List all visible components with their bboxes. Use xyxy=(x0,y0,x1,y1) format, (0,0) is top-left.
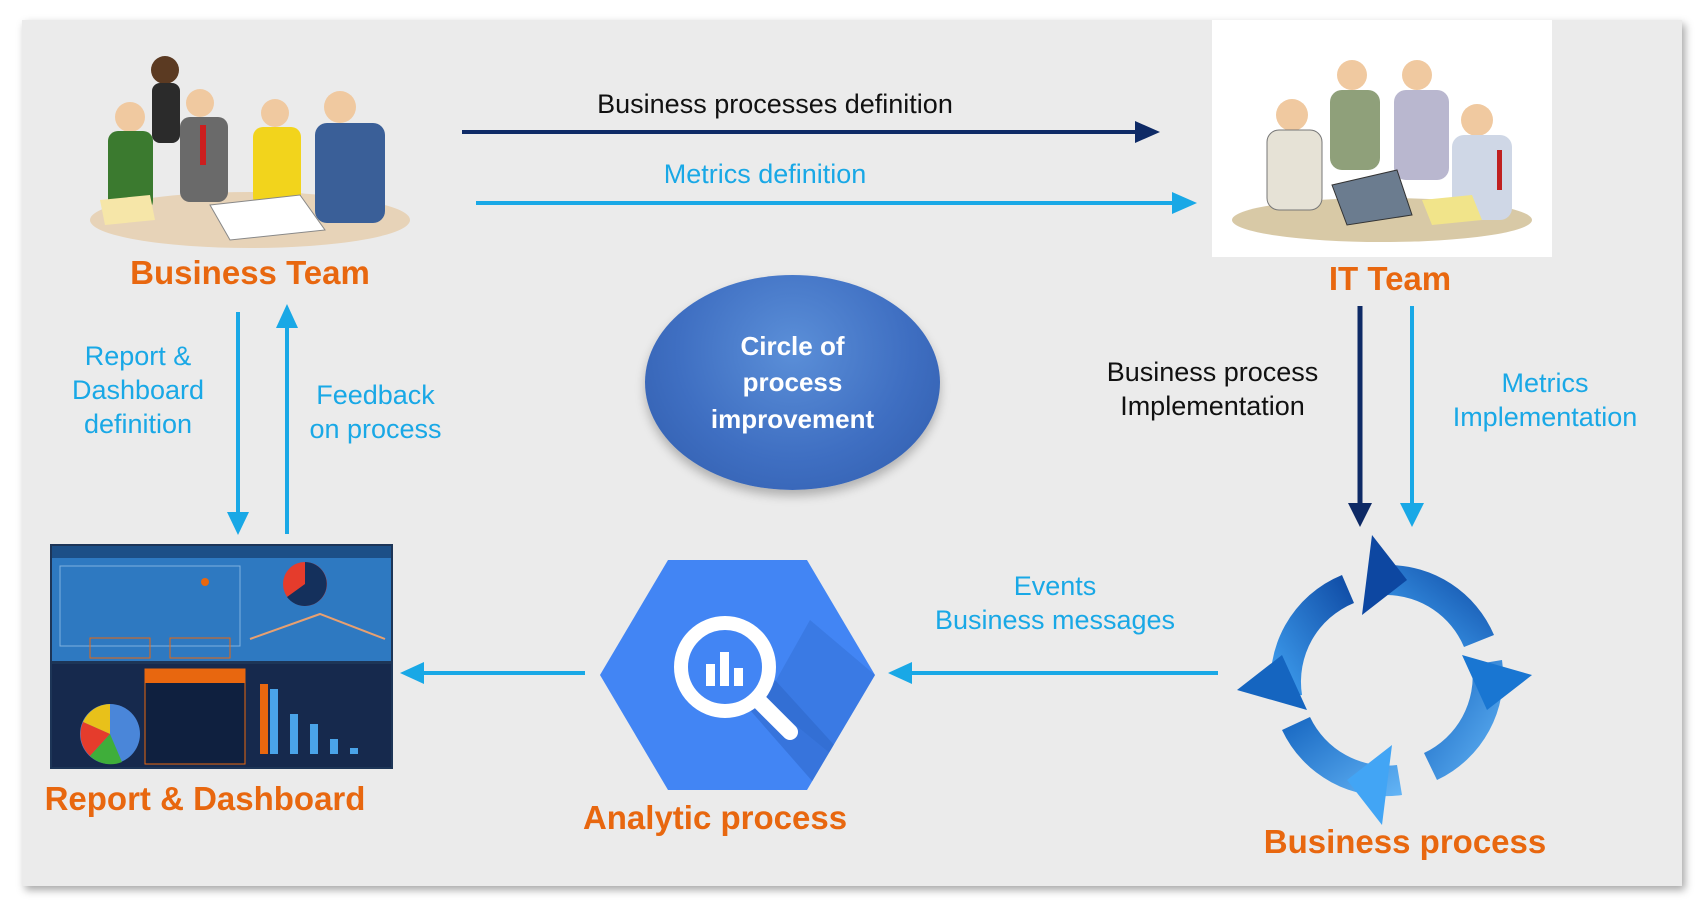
feedback-line-1: Feedback xyxy=(316,380,435,410)
arrow-events xyxy=(888,662,1218,684)
center-line-2: process xyxy=(742,367,843,398)
bp-implementation-label: Business process Implementation xyxy=(1090,356,1335,424)
arrow-business-process-implementation xyxy=(1348,306,1372,527)
arrow-analytic-to-dashboard xyxy=(400,662,585,684)
events-line-1: Events xyxy=(1013,571,1097,601)
circular-arrows-icon xyxy=(1237,535,1532,825)
center-line-3: improvement xyxy=(710,403,875,434)
report-definition-label: Report & Dashboard definition xyxy=(58,340,218,441)
report-def-line-1: Report & xyxy=(84,341,192,371)
events-label: Events Business messages xyxy=(910,570,1200,638)
arrow-metrics-definition xyxy=(476,192,1197,214)
report-def-line-3: definition xyxy=(83,408,193,439)
center-line-1: Circle of xyxy=(740,330,845,361)
report-dashboard-label: Report & Dashboard xyxy=(44,780,366,817)
events-line-2: Business messages xyxy=(934,604,1176,635)
metrics-implementation-label: Metrics Implementation xyxy=(1425,367,1665,435)
report-def-line-2: Dashboard xyxy=(71,374,205,405)
analytic-process-label: Analytic process xyxy=(582,799,848,836)
metrics-impl-line-1: Metrics xyxy=(1501,368,1589,398)
metrics-impl-line-2: Implementation xyxy=(1452,401,1638,432)
arrow-feedback xyxy=(276,304,298,534)
feedback-label: Feedback on process xyxy=(298,379,453,447)
arrow-metrics-implementation xyxy=(1400,306,1424,527)
metrics-definition-label: Metrics definition xyxy=(663,159,867,189)
it-team-illustration xyxy=(1232,60,1532,242)
arrow-report-definition xyxy=(227,312,249,535)
business-team-illustration xyxy=(90,56,410,248)
business-team-label: Business Team xyxy=(130,254,370,291)
circle-of-improvement: Circle of process improvement xyxy=(645,275,940,490)
arrow-business-processes-definition xyxy=(462,121,1160,143)
business-process-label: Business process xyxy=(1263,823,1547,860)
dashboard-screenshot xyxy=(50,544,393,769)
bigquery-hexagon-icon xyxy=(600,560,875,790)
it-team-label: IT Team xyxy=(1328,260,1452,297)
business-processes-definition-label: Business processes definition xyxy=(597,89,953,119)
bp-impl-line-2: Implementation xyxy=(1120,390,1305,421)
feedback-line-2: on process xyxy=(309,413,442,444)
bp-impl-line-1: Business process xyxy=(1106,357,1319,387)
